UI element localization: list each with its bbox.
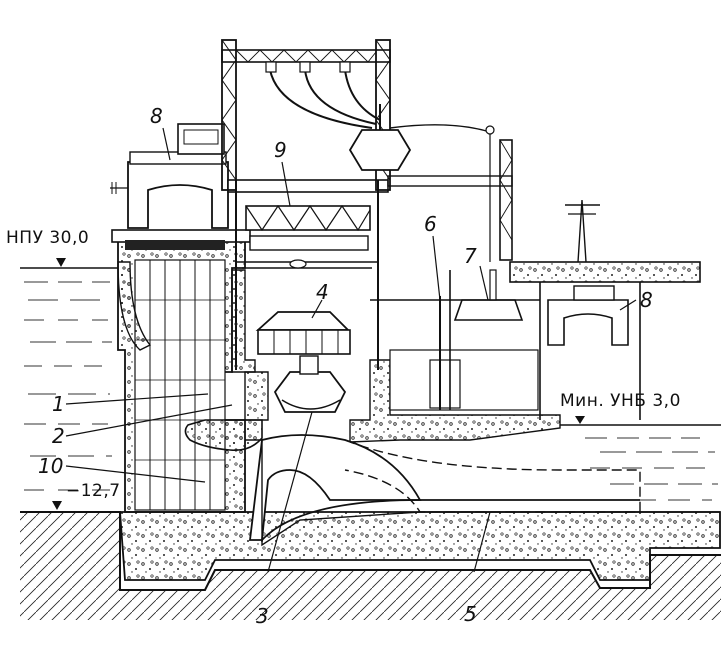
callout-5: 5 bbox=[464, 602, 477, 626]
switchyard-gantry bbox=[221, 39, 513, 262]
foundation-slab bbox=[20, 511, 721, 581]
bottom-level-triangle bbox=[52, 501, 62, 510]
npu-level-label: НПУ 30,0 bbox=[6, 228, 90, 248]
intake-block bbox=[111, 229, 251, 513]
callout-4: 4 bbox=[316, 280, 329, 304]
level-markers bbox=[52, 258, 585, 510]
npu-level-triangle bbox=[56, 258, 66, 267]
callout-1: 1 bbox=[52, 392, 65, 416]
min-unb-level-triangle bbox=[575, 416, 585, 424]
upstream-water bbox=[20, 267, 118, 491]
callout-8-intake: 8 bbox=[150, 104, 163, 128]
callout-2: 2 bbox=[52, 424, 65, 448]
leader-lines bbox=[65, 127, 637, 573]
callout-8-tailrace: 8 bbox=[640, 288, 653, 312]
tailrace-deck bbox=[370, 199, 701, 420]
callout-10: 10 bbox=[38, 454, 64, 478]
callout-3: 3 bbox=[256, 604, 269, 628]
substructure bbox=[184, 269, 720, 547]
callout-6: 6 bbox=[424, 212, 437, 236]
callout-9: 9 bbox=[274, 138, 287, 162]
min-unb-level-label: Мин. УНБ 3,0 bbox=[560, 391, 681, 411]
powerhouse bbox=[227, 179, 389, 370]
bottom-level-label: −12,7 bbox=[66, 481, 121, 501]
callout-7: 7 bbox=[464, 244, 477, 268]
intake-gantry-crane bbox=[110, 123, 229, 229]
